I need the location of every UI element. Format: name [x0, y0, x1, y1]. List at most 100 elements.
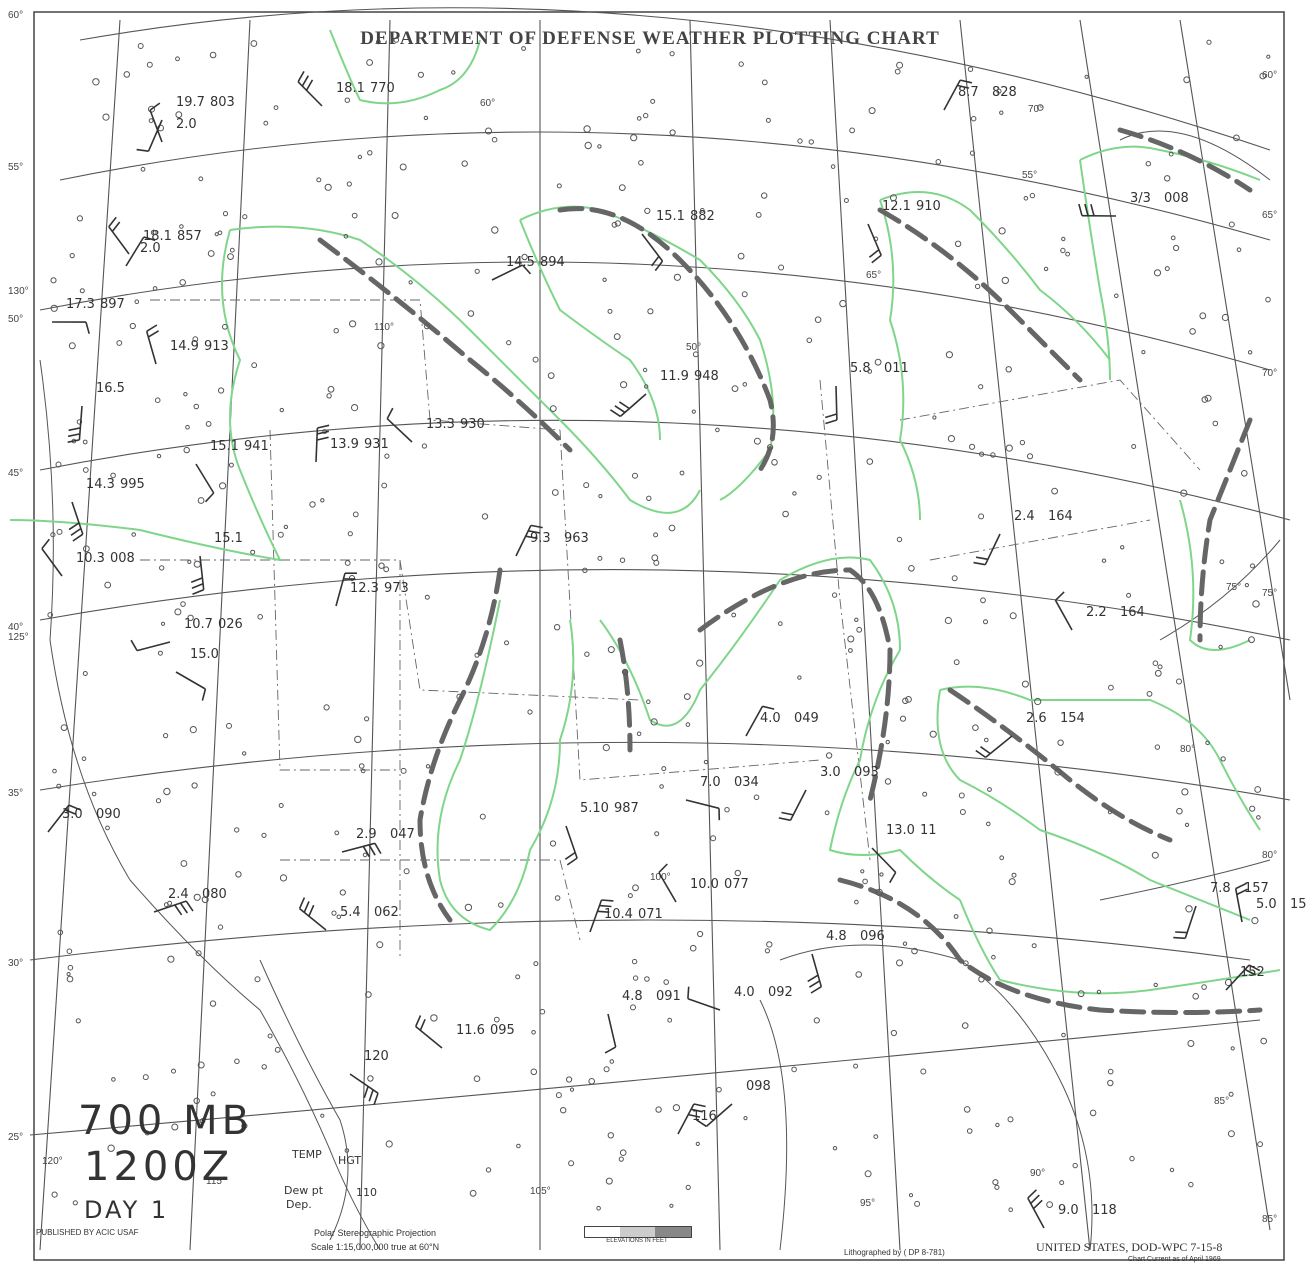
station-circle — [959, 809, 966, 815]
station-circle — [661, 766, 667, 772]
station-circle — [568, 1160, 575, 1167]
wind-barb — [47, 804, 81, 833]
station-circle — [905, 696, 912, 703]
station-circle — [207, 250, 215, 257]
wind-barb — [943, 79, 973, 111]
station-circle — [201, 896, 209, 904]
station-circle — [105, 825, 110, 831]
station-circle — [1077, 990, 1085, 998]
lat-label: 40° — [8, 622, 23, 633]
station-temperature: 14.5 — [506, 255, 535, 270]
station-circle — [971, 116, 977, 122]
station-circle — [1188, 1181, 1194, 1188]
station-circle — [183, 446, 190, 454]
station-circle — [908, 565, 915, 572]
station-circle — [597, 144, 602, 149]
legend-hgt: HGT — [338, 1154, 362, 1167]
station-circle — [1107, 1068, 1114, 1075]
station-circle — [197, 1061, 205, 1069]
station-temperature: 9.3 — [530, 531, 551, 546]
station-circle — [144, 1130, 150, 1136]
station-temperature: 2.0 — [140, 241, 161, 256]
station-circle — [1072, 1162, 1078, 1169]
station-circle — [896, 536, 903, 543]
station-circle — [791, 1066, 797, 1073]
station-circle — [689, 944, 697, 952]
station-circle — [354, 735, 362, 744]
station-circle — [219, 482, 227, 490]
wind-barb — [1027, 1189, 1045, 1229]
coastline — [39, 130, 1281, 1251]
station-height: 164 — [1048, 509, 1073, 524]
station-circle — [146, 61, 153, 68]
station-temperature: 11.9 — [660, 369, 689, 384]
station-circle — [56, 528, 63, 535]
station-circle — [110, 472, 116, 479]
station-circle — [699, 208, 705, 213]
station-circle — [226, 722, 232, 729]
station-circle — [1145, 161, 1152, 167]
station-height: 093 — [854, 765, 879, 780]
station-circle — [847, 635, 855, 643]
station-circle — [473, 1075, 481, 1082]
station-circle — [1005, 366, 1012, 373]
wind-barb — [1078, 203, 1117, 217]
station-circle — [72, 1200, 78, 1206]
lat-label: 35° — [8, 788, 23, 799]
station-circle — [646, 699, 651, 705]
station-circle — [464, 903, 473, 912]
station-circle — [627, 893, 633, 899]
station-circle — [82, 671, 88, 676]
lat-label: 45° — [8, 468, 23, 479]
station-circle — [848, 648, 853, 653]
station-circle — [1173, 244, 1180, 252]
station-temperature: 13.0 — [886, 823, 915, 838]
station-circle — [320, 498, 325, 503]
station-circle — [336, 914, 342, 920]
station-temperature: 3.0 — [820, 765, 841, 780]
station-circle — [66, 948, 73, 955]
station-circle — [710, 835, 717, 842]
station-circle — [421, 443, 427, 449]
station-circle — [653, 532, 659, 538]
station-circle — [631, 958, 638, 965]
station-circle — [57, 929, 64, 936]
station-circle — [1061, 1032, 1066, 1038]
station-circle — [174, 608, 182, 616]
lon-label: 65° — [866, 270, 881, 281]
station-circle — [742, 382, 748, 387]
station-circle — [618, 1156, 624, 1162]
station-height: 931 — [364, 437, 389, 452]
wind-barb — [695, 1103, 733, 1128]
chart-day: DAY 1 — [84, 1196, 170, 1224]
station-circle — [403, 868, 410, 875]
station-circle — [111, 1077, 116, 1082]
station-height: 897 — [100, 297, 125, 312]
station-circle — [669, 1203, 674, 1208]
station-circle — [866, 458, 874, 465]
station-height: 071 — [638, 907, 663, 922]
station-circle — [351, 404, 359, 412]
lat-label: 65° — [1262, 210, 1277, 221]
station-circle — [1107, 810, 1113, 815]
station-circle — [632, 884, 639, 892]
station-circle — [597, 555, 603, 561]
station-circle — [896, 61, 904, 69]
wind-barb — [1173, 905, 1197, 940]
station-circle — [451, 70, 456, 75]
station-temperature: 7.0 — [700, 775, 721, 790]
station-circle — [953, 659, 960, 666]
station-circle — [647, 308, 654, 315]
station-circle — [1252, 600, 1260, 608]
station-circle — [963, 1106, 971, 1113]
station-circle — [391, 212, 399, 219]
chart-current: Chart Current as of April 1969 — [1128, 1256, 1221, 1263]
station-circle — [197, 497, 205, 504]
lon-label: 50° — [686, 342, 701, 353]
lon-label: 75° — [1226, 582, 1241, 593]
station-circle — [683, 693, 691, 700]
station-circle — [377, 342, 385, 350]
station-circle — [424, 594, 430, 600]
station-circle — [874, 358, 882, 366]
station-circle — [908, 1193, 914, 1198]
